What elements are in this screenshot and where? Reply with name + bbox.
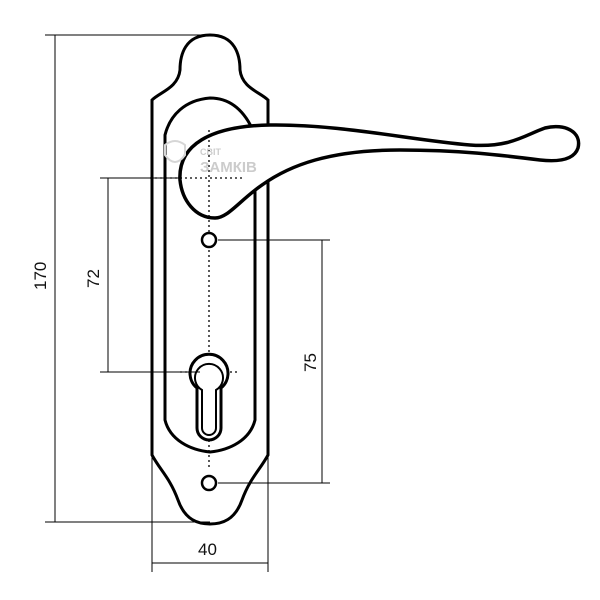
dim-40: 40 [198,540,217,559]
dimension-lines [45,34,330,572]
watermark-line2: ЗАМКІВ [200,159,257,176]
keyhole-inner [194,362,224,436]
screw-hole-bottom [200,474,218,492]
backplate-outline [150,33,270,526]
dim-72: 72 [84,269,103,288]
watermark-shield-icon [164,140,186,163]
dim-170: 170 [31,262,50,290]
dim-75: 75 [301,353,320,372]
screw-hole-top [200,231,218,249]
handle-lever [178,123,581,220]
watermark: СВІТ ЗАМКІВ [164,140,257,176]
watermark-line1: СВІТ [200,147,221,157]
cylinder-keyhole [188,352,230,442]
